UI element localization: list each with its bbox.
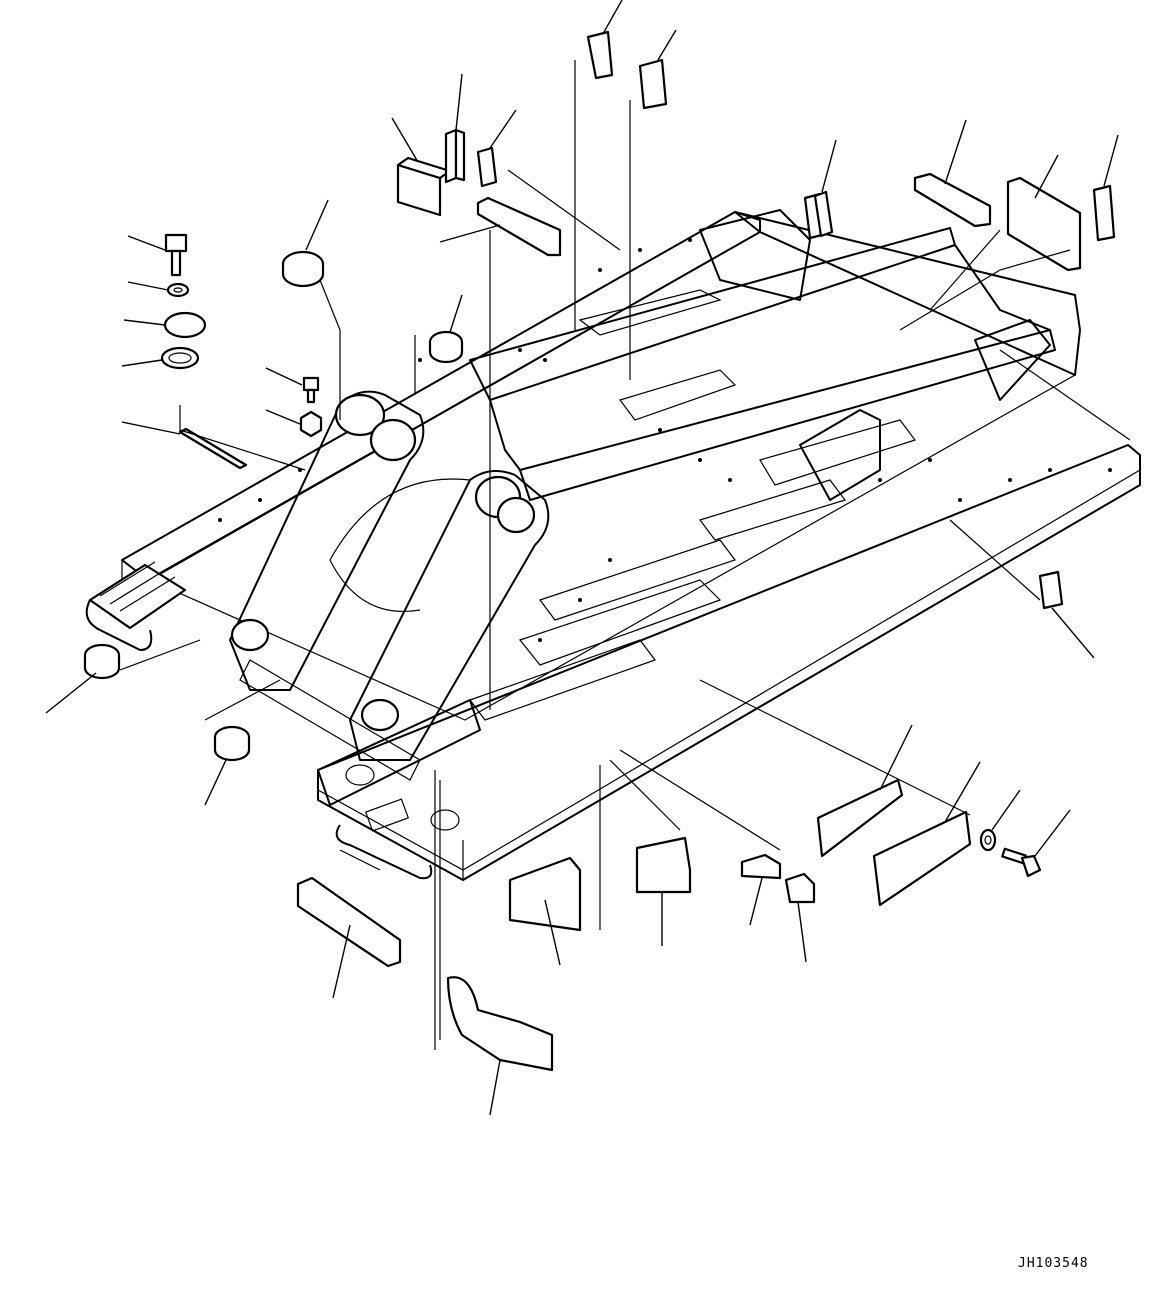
revolving-frame-assembly <box>85 209 1141 881</box>
shim-pad-3 <box>476 109 517 188</box>
small-block-1 <box>740 853 782 926</box>
side-cover-plate <box>296 876 402 999</box>
shim-pad-5 <box>638 29 677 110</box>
wear-plate-2 <box>913 119 992 228</box>
washer-lower <box>979 789 1021 852</box>
bushing-lower-left <box>45 643 121 714</box>
wedge-block-1 <box>508 856 582 966</box>
bushing-upper <box>281 199 329 288</box>
assembly-leader-lines <box>119 60 1071 1050</box>
shim-pad-7 <box>1092 134 1119 242</box>
bushing-lower <box>204 725 251 806</box>
bolt-top-left <box>127 233 188 277</box>
shim-pad-6 <box>803 139 837 240</box>
bolt-center <box>265 367 320 404</box>
bolt-lower <box>1001 809 1071 878</box>
shim-pad-1 <box>391 117 452 217</box>
wear-plate-1 <box>439 196 562 257</box>
shim-pad-8 <box>1038 570 1095 659</box>
washer-top-left <box>127 281 190 298</box>
small-block-2 <box>784 872 816 963</box>
drawing-code-label: JH103548 <box>1018 1256 1089 1271</box>
shim-pad-4 <box>586 0 623 80</box>
cover-plate <box>123 311 207 339</box>
wedge-block-2 <box>635 836 692 946</box>
guide-plate-2 <box>872 761 981 907</box>
guide-plate-1 <box>816 724 913 858</box>
counterweight-bracket <box>446 976 554 1116</box>
bushing-mid <box>428 294 464 364</box>
pin-strip <box>121 421 248 470</box>
nut-center <box>265 409 323 438</box>
wear-plate-3 <box>1006 154 1082 272</box>
shim-pad-2 <box>444 73 466 184</box>
frame-holes <box>218 238 1112 642</box>
gasket <box>121 346 200 370</box>
